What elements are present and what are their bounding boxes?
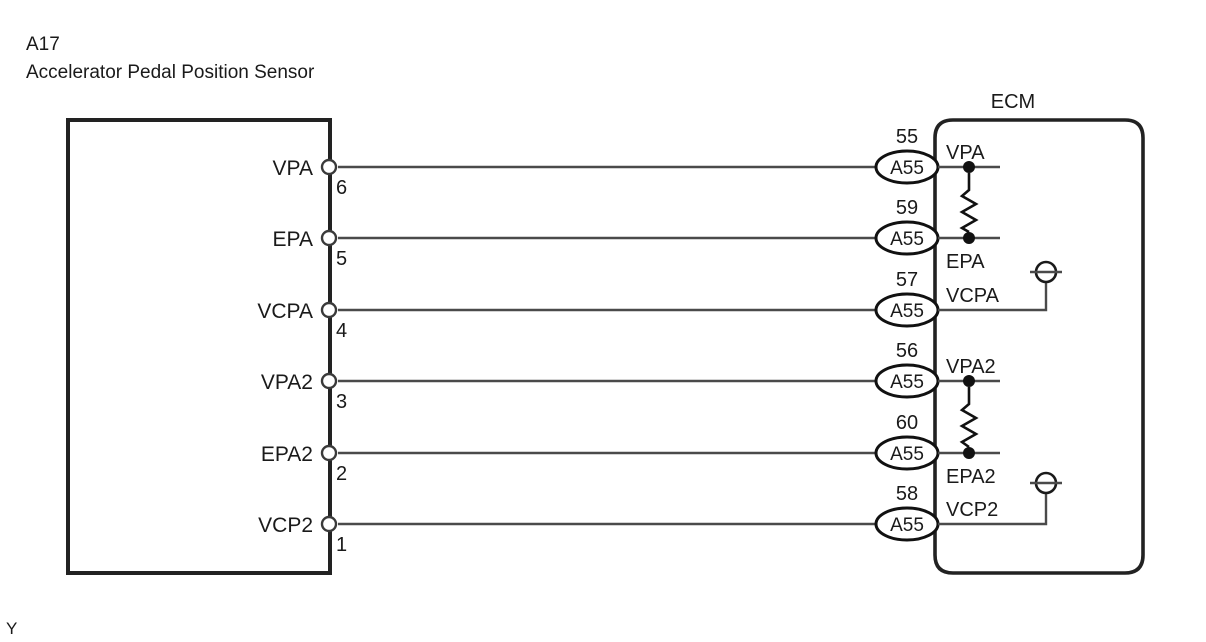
junction-dot-vpa xyxy=(963,161,975,173)
pin-terminal-vcpa xyxy=(320,301,338,319)
pin-number-epa2: 2 xyxy=(336,463,347,485)
pin-label-vcp2: VCP2 xyxy=(258,514,313,537)
pin-label-epa2: EPA2 xyxy=(261,443,313,466)
connector-oval-label-vpa2: A55 xyxy=(890,372,924,393)
pin-label-vcpa: VCPA xyxy=(257,300,313,323)
pin-number-vcp2: 1 xyxy=(336,534,347,556)
pin-number-vpa2: 3 xyxy=(336,391,347,413)
ecm-signal-label-vpa: VPA xyxy=(946,142,985,164)
junction-dot-epa2 xyxy=(963,447,975,459)
pin-label-vpa2: VPA2 xyxy=(261,371,313,394)
wire-vcpa-to-ground xyxy=(938,282,1048,312)
terminal-number-59: 59 xyxy=(896,197,918,219)
circuit-row-vcp2: VCP2 1 58 A55 VCP2 xyxy=(258,471,1062,556)
terminal-number-58: 58 xyxy=(896,483,918,505)
pin-terminal-epa xyxy=(320,229,338,247)
circuit-row-vcpa: VCPA 4 57 A55 VCPA xyxy=(257,260,1062,342)
pin-terminal-vcp2 xyxy=(320,515,338,533)
pin-terminal-vpa xyxy=(320,158,338,176)
connector-oval-label-epa2: A55 xyxy=(890,444,924,465)
resistor-vpa-epa xyxy=(959,173,979,234)
circuit-row-epa: EPA 5 59 A55 EPA xyxy=(273,173,1000,273)
terminal-number-56: 56 xyxy=(896,340,918,362)
ecm-signal-label-epa2: EPA2 xyxy=(946,466,996,488)
ecm-signal-label-vpa2: VPA2 xyxy=(946,356,996,378)
terminal-number-55: 55 xyxy=(896,126,918,148)
ecm-box xyxy=(933,118,1145,575)
connector-oval-label-vcp2: A55 xyxy=(890,515,924,536)
pin-label-vpa: VPA xyxy=(273,157,313,180)
ecm-title: ECM xyxy=(991,91,1035,113)
sensor-connector-box xyxy=(66,118,332,575)
junction-dot-epa xyxy=(963,232,975,244)
connector-oval-label-vcpa: A55 xyxy=(890,301,924,322)
terminal-number-57: 57 xyxy=(896,269,918,291)
junction-dot-vpa2 xyxy=(963,375,975,387)
connector-oval-label-vpa: A55 xyxy=(890,158,924,179)
pin-number-vpa: 6 xyxy=(336,177,347,199)
ecm-signal-label-epa: EPA xyxy=(946,251,985,273)
pin-label-epa: EPA xyxy=(273,228,313,251)
pin-number-vcpa: 4 xyxy=(336,320,347,342)
circuit-row-epa2: EPA2 2 60 A55 EPA2 xyxy=(261,387,1000,488)
circuit-row-vpa: VPA 6 55 A55 VPA xyxy=(273,126,1000,199)
pin-terminal-epa2 xyxy=(320,444,338,462)
component-name: Accelerator Pedal Position Sensor xyxy=(26,62,315,83)
component-code: A17 xyxy=(26,34,60,55)
resistor-vpa2-epa2 xyxy=(959,387,979,449)
connector-oval-label-epa: A55 xyxy=(890,229,924,250)
pin-number-epa: 5 xyxy=(336,248,347,270)
wire-vcp2-to-ground xyxy=(938,493,1048,526)
ecm-signal-label-vcpa: VCPA xyxy=(946,285,1000,307)
ecm-signal-label-vcp2: VCP2 xyxy=(946,499,998,521)
circuit-row-vpa2: VPA2 3 56 A55 VPA2 xyxy=(261,340,1000,413)
terminal-number-60: 60 xyxy=(896,412,918,434)
pin-terminal-vpa2 xyxy=(320,372,338,390)
corner-note: Y xyxy=(6,619,17,638)
